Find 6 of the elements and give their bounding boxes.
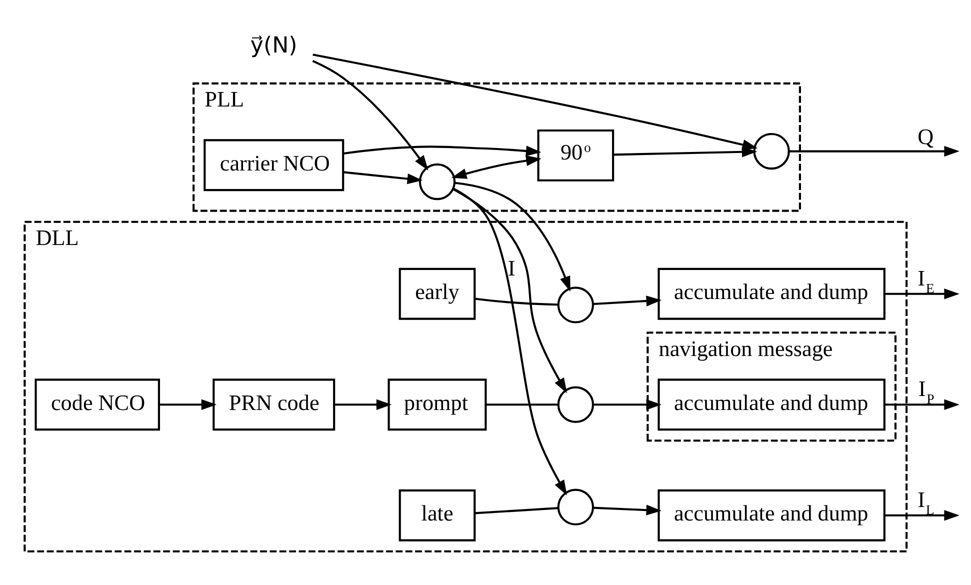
edge-label: I <box>508 256 516 281</box>
edge-label: I$_{P}$ <box>918 376 934 407</box>
edge-label: I$_{L}$ <box>918 486 934 518</box>
edge-label: I$_{E}$ <box>918 265 934 296</box>
edge-label: Q <box>918 124 934 150</box>
node-text: y⃗(N) <box>250 32 298 59</box>
